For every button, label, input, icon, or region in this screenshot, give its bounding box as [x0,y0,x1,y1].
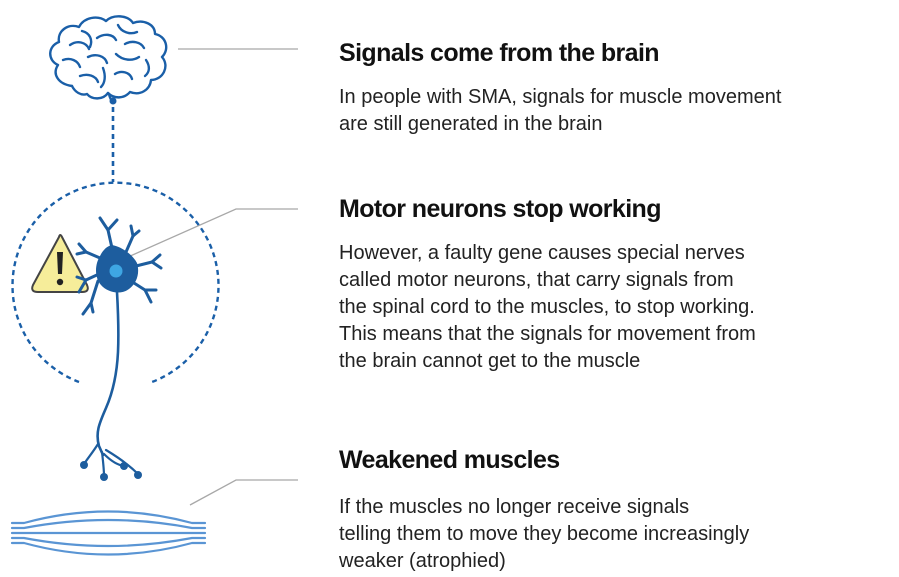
brain-stem-dot [109,97,117,105]
section-heading: Motor neurons stop working [339,195,661,223]
section-body: If the muscles no longer receive signals… [339,496,750,572]
section-body: In people with SMA, signals for muscle m… [339,86,782,135]
axon [96,290,120,457]
section-motor-neurons: Motor neurons stop working However, a fa… [339,194,899,375]
neuron-nucleus [109,264,123,278]
section-muscles: Weakened muscles If the muscles no longe… [339,445,899,575]
leader-line-muscle [189,479,298,506]
section-heading: Signals come from the brain [339,39,660,67]
section-body: However, a faulty gene causes special ne… [339,242,756,372]
brain-icon [49,15,168,104]
leader-line-neuron [127,208,298,258]
section-brain: Signals come from the brain In people wi… [339,38,899,138]
motor-neuron-icon [75,216,163,481]
section-heading: Weakened muscles [339,446,560,474]
warning-icon [31,234,89,293]
muscle-icon [10,510,207,556]
